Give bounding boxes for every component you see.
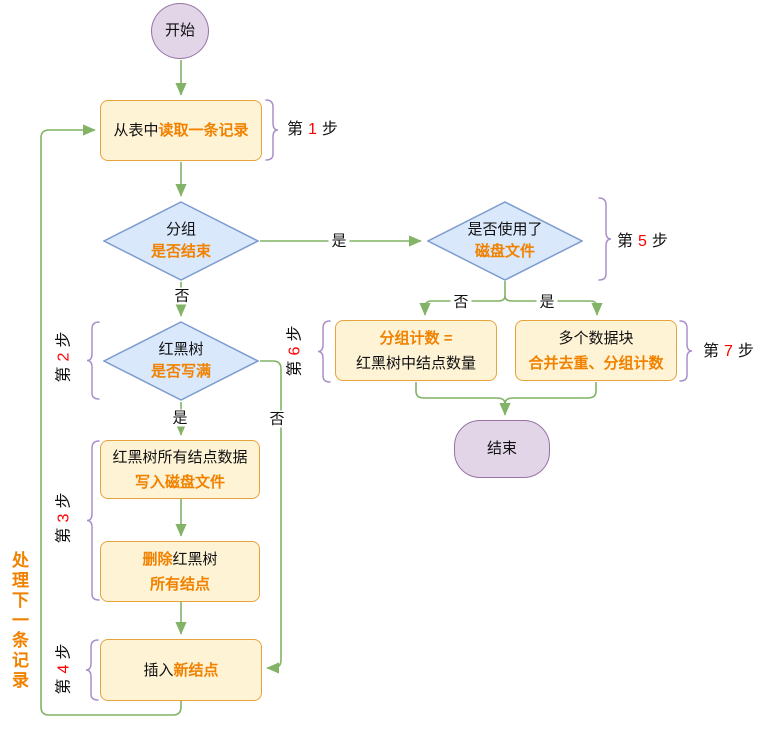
node-end-label: 结束 [486,440,517,457]
step-number: 4 [55,664,73,674]
step-number: 6 [286,346,304,356]
step-number: 7 [724,343,733,360]
node-decision-disk-used: 是否使用了 磁盘文件 [427,201,583,281]
node-decision-rbtree-full: 红黑树 是否写满 [103,321,259,401]
curly-brace-step5 [598,197,612,281]
curly-brace-step3 [86,440,100,601]
decision-line: 是否写满 [150,363,211,380]
edge-label-no-rbtree: 否 [266,410,288,428]
step-number: 1 [308,121,317,138]
step-label-3: 第 3 步 [55,493,74,544]
decision-line: 分组 [165,221,196,238]
step-suffix: 步 [651,233,668,250]
node-end: 结束 [454,420,550,478]
curly-brace-step4 [85,639,99,701]
step-prefix: 第 [55,527,73,544]
diamond-shape [427,201,583,281]
node-line: 所有结点 [149,575,210,593]
diamond-shape [103,201,259,281]
node-write-disk: 红黑树所有结点数据 写入磁盘文件 [100,440,260,499]
step-number: 2 [55,352,73,362]
node-line: 写入磁盘文件 [134,473,225,491]
curly-brace-step2 [86,321,100,400]
step-label-6: 第 6 步 [286,326,305,377]
node-line: 红黑树中结点数量 [355,354,476,372]
step-suffix: 步 [286,325,304,342]
step-prefix: 第 [287,121,304,138]
diamond-shape [103,321,259,401]
step-suffix: 步 [55,643,73,660]
node-line: 红黑树所有结点数据 [112,448,248,466]
decision-line: 是否结束 [150,243,211,260]
step-prefix: 第 [703,343,720,360]
node-decision-group-end: 分组 是否结束 [103,201,259,281]
node-delete-nodes: 删除红黑树 所有结点 [100,541,260,602]
edge-rbtree-no-to-insert [260,360,282,674]
edge-label-yes-groupend: 是 [328,232,350,250]
node-line: 合并去重、分组计数 [528,354,664,372]
edge-label-no-disk: 否 [450,293,472,311]
node-line: 删除红黑树 [142,550,218,568]
edge-label-yes-disk: 是 [536,293,558,311]
step-label-4: 第 4 步 [55,644,74,695]
node-read-record-line: 从表中读取一条记录 [113,122,249,139]
node-decision-rbtree-full-text: 红黑树 是否写满 [103,321,259,401]
node-decision-group-end-text: 分组 是否结束 [103,201,259,281]
step-prefix: 第 [55,366,73,383]
step-prefix: 第 [286,360,304,377]
node-decision-disk-used-text: 是否使用了 磁盘文件 [427,201,583,281]
step-prefix: 第 [55,678,73,695]
node-merge-blocks: 多个数据块 合并去重、分组计数 [515,320,677,381]
node-line: 多个数据块 [558,329,634,347]
node-read-record: 从表中读取一条记录 [100,100,262,161]
step-label-2: 第 2 步 [55,332,74,383]
decision-line: 磁盘文件 [474,243,535,260]
curly-brace-step6 [317,320,331,383]
edge-merge-to-join [504,382,597,405]
edge-label-no-groupend: 否 [171,287,193,305]
node-line: 分组计数 = [379,329,453,347]
step-number: 3 [55,513,73,523]
node-start-label: 开始 [164,22,195,39]
step-suffix: 步 [737,343,754,360]
step-suffix: 步 [321,121,338,138]
step-suffix: 步 [55,492,73,509]
step-prefix: 第 [617,233,634,250]
node-group-count: 分组计数 = 红黑树中结点数量 [335,320,497,381]
edge-groupcount-to-join [415,382,506,405]
step-suffix: 步 [55,331,73,348]
edge-label-yes-rbtree: 是 [169,409,191,427]
decision-line: 红黑树 [158,341,204,358]
node-line: 插入新结点 [143,661,219,679]
curly-brace-step1 [265,99,279,161]
decision-line: 是否使用了 [467,221,543,238]
node-insert-node: 插入新结点 [100,639,262,701]
step-number: 5 [638,233,647,250]
side-note-process-next-record: 处理下一条记录 [9,551,28,691]
curly-brace-step7 [679,320,693,382]
node-start: 开始 [151,3,209,59]
